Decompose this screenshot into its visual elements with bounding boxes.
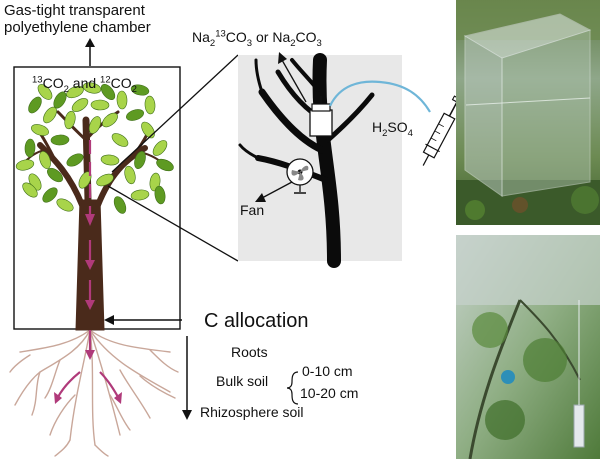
depth-bracket: [286, 371, 299, 405]
co2-a: CO: [42, 75, 64, 91]
leaf: [113, 196, 127, 214]
leaf: [130, 189, 150, 201]
co2-b: CO: [110, 75, 132, 91]
leaf: [111, 133, 129, 147]
leaf: [124, 165, 136, 185]
leaf: [43, 106, 57, 124]
allocation-title: C allocation: [204, 310, 309, 332]
leaf: [156, 158, 174, 172]
so-sub: 4: [407, 127, 413, 139]
leaf: [47, 167, 63, 183]
or-text: or: [252, 29, 273, 45]
tree-canopy: [15, 82, 174, 214]
h-sub: 2: [382, 127, 388, 139]
co-b-sub: 3: [316, 37, 322, 49]
leaf: [71, 98, 89, 112]
leaf: [130, 84, 150, 96]
photo-chamber-field: [456, 0, 600, 225]
co-a-sub: 3: [246, 37, 253, 49]
leaf: [100, 84, 116, 100]
bulk-soil-label: Bulk soil: [216, 373, 269, 389]
leaf: [24, 138, 36, 158]
na-b-sub: 2: [290, 37, 296, 49]
co2-b-sub: 2: [131, 83, 137, 95]
leaf: [82, 82, 102, 94]
leaf: [152, 140, 168, 156]
photo-inside-chamber: [456, 235, 600, 459]
co-b: CO: [295, 29, 317, 45]
carbonate-label: Na213CO3 or Na2CO3: [192, 28, 322, 48]
chamber-title-line2: polyethylene chamber: [4, 19, 151, 36]
leaf: [64, 110, 76, 130]
leaf: [100, 154, 120, 166]
leaf: [37, 84, 53, 100]
h-text: H: [372, 119, 383, 135]
inset-branch: [238, 53, 375, 268]
leaf: [154, 185, 166, 205]
leaf: [144, 95, 156, 115]
depth-arrow: [182, 336, 192, 420]
carbon-flow-arrows: [54, 140, 122, 404]
fan-icon: [286, 158, 314, 194]
leaf: [126, 109, 144, 121]
leaf: [88, 116, 102, 134]
leaf: [56, 198, 74, 212]
leaf: [141, 121, 155, 139]
leaf: [96, 173, 114, 187]
zoom-line-bottom: [107, 185, 239, 262]
fan-arrow: [255, 181, 293, 202]
co-a: CO: [225, 29, 247, 45]
leaf: [28, 96, 42, 114]
root-system: [9, 329, 179, 457]
roots-label: Roots: [231, 344, 268, 360]
na-a: Na: [192, 29, 210, 45]
rhizosphere-label: Rhizosphere soil: [200, 404, 304, 420]
tree-trunk: [21, 110, 169, 331]
zoom-line-top: [111, 54, 239, 173]
leaf: [102, 112, 118, 128]
chamber-title-line1: Gas-tight transparent: [4, 2, 145, 19]
leaf: [31, 124, 49, 136]
c13-sup: 13: [215, 28, 226, 40]
gas-label: 13CO2 and 12CO2: [32, 74, 137, 94]
leaf: [134, 151, 146, 169]
arrow-up-icon: [85, 38, 95, 66]
allocation-arrow: [104, 315, 182, 325]
leaf: [116, 90, 128, 110]
leaf: [50, 134, 70, 146]
and-text: and: [68, 75, 101, 91]
depth-2-label: 10-20 cm: [300, 385, 359, 401]
acid-label: H2SO4: [372, 119, 413, 138]
acid-tube: [329, 80, 431, 113]
c13-superscript: 13: [32, 74, 43, 86]
fan-label: Fan: [240, 202, 265, 218]
leaf: [66, 85, 84, 99]
na-a-sub: 2: [209, 37, 216, 49]
na-b: Na: [272, 29, 291, 45]
leaf: [39, 151, 51, 169]
leaf: [15, 159, 35, 171]
leaf: [42, 187, 58, 203]
leaf: [66, 153, 84, 167]
vial-icon: [309, 96, 333, 137]
leaf: [22, 182, 38, 198]
depth-1-label: 0-10 cm: [302, 363, 353, 379]
emission-arrow: [278, 52, 307, 103]
co2-a-sub: 2: [63, 83, 69, 95]
c12-superscript: 12: [100, 74, 111, 86]
so-text: SO: [387, 119, 408, 135]
leaf: [90, 99, 110, 111]
